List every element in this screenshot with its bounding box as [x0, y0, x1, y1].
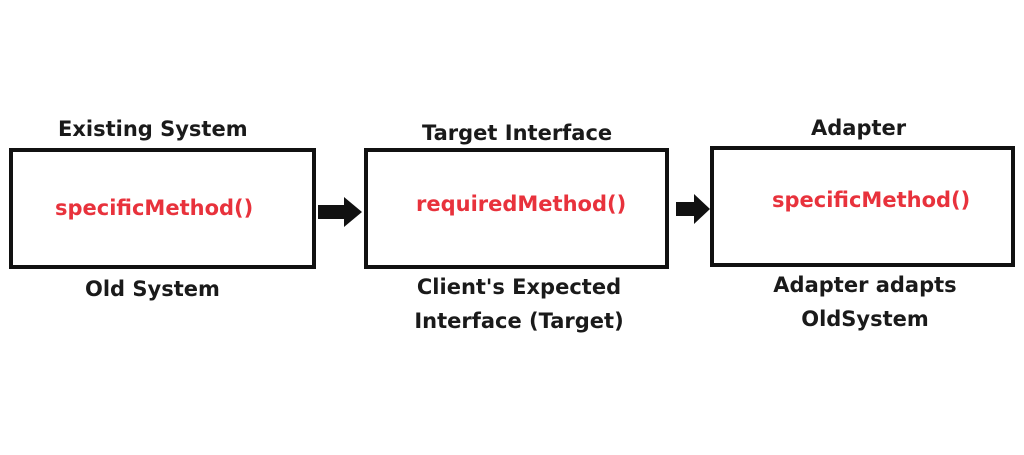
target-interface-title: Target Interface [422, 121, 613, 145]
target-interface-box [364, 148, 669, 269]
existing-system-title: Existing System [58, 117, 248, 141]
existing-system-caption: Old System [85, 277, 220, 301]
adapter-box [710, 146, 1015, 267]
target-interface-caption: Client's Expected Interface (Target) [404, 270, 634, 338]
adapter-caption: Adapter adapts OldSystem [750, 268, 980, 336]
adapter-caption-line2: OldSystem [801, 307, 929, 331]
target-interface-method: requiredMethod() [416, 192, 627, 216]
target-interface-caption-line2: Interface (Target) [414, 309, 624, 333]
adapter-title: Adapter [811, 116, 907, 140]
adapter-method: specificMethod() [772, 188, 971, 212]
existing-system-method: specificMethod() [55, 196, 254, 220]
target-interface-caption-line1: Client's Expected [416, 275, 622, 299]
arrow-right-icon [676, 194, 710, 224]
adapter-caption-line1: Adapter adapts [773, 273, 957, 297]
existing-system-box [9, 148, 316, 269]
arrow-right-icon [318, 197, 362, 227]
